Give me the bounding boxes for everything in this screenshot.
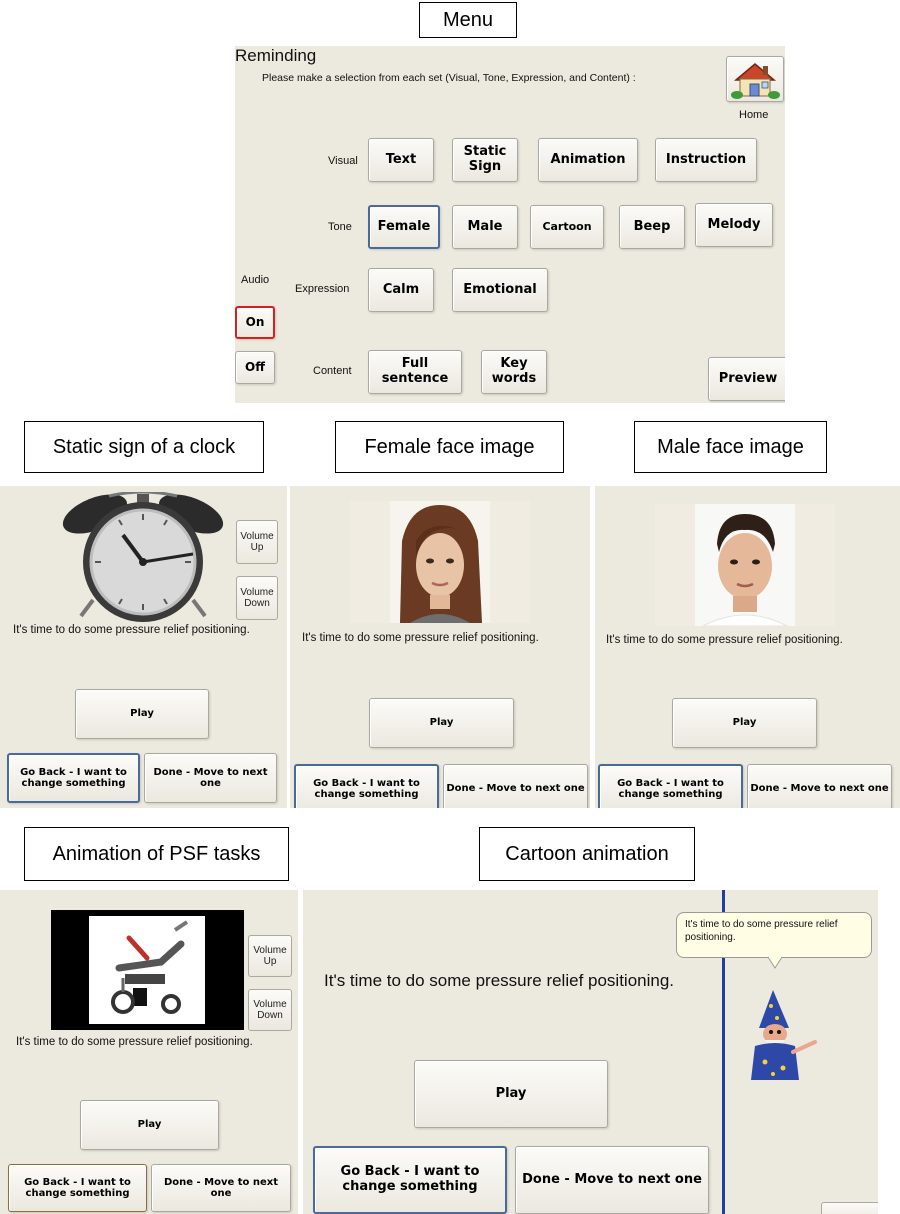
go-back-button[interactable]: Go Back - I want to change something [313,1146,507,1214]
visual-text-button[interactable]: Text [368,138,434,182]
visual-animation-button[interactable]: Animation [538,138,638,182]
go-back-button[interactable]: Go Back - I want to change something [8,1164,147,1212]
partial-button[interactable] [821,1202,878,1214]
clock-screen: Volume Up Volume Down It's time to do so… [0,486,287,808]
wizard-character [751,990,817,1080]
menu-title: Reminding [235,46,317,65]
volume-down-button[interactable]: Volume Down [248,989,292,1031]
tone-cartoon-button[interactable]: Cartoon [530,205,604,249]
menu-panel: Reminding Please make a selection from e… [235,46,785,403]
home-label: Home [739,109,769,121]
expression-calm-button[interactable]: Calm [368,268,434,312]
play-button[interactable]: Play [80,1100,219,1150]
volume-down-button[interactable]: Volume Down [236,576,278,620]
reminder-message: It's time to do some pressure relief pos… [13,624,250,636]
female-screen: It's time to do some pressure relief pos… [290,486,590,808]
done-button[interactable]: Done - Move to next one [515,1146,709,1214]
play-button[interactable]: Play [369,698,514,748]
play-button[interactable]: Play [75,689,209,739]
caption-animation: Animation of PSF tasks [24,827,289,881]
row-label-content: Content [313,365,352,377]
male-screen: It's time to do some pressure relief pos… [595,486,900,808]
done-button[interactable]: Done - Move to next one [443,764,588,808]
row-label-expression: Expression [295,283,350,295]
wheelchair-tilt-animation [51,910,244,1030]
tone-female-button[interactable]: Female [368,205,440,249]
cartoon-screen: It's time to do some pressure relief pos… [303,890,878,1214]
animation-screen: Volume Up Volume Down It's time to do so… [0,890,298,1214]
reminder-message: It's time to do some pressure relief pos… [606,634,843,646]
male-face-photo [655,504,835,626]
caption-cartoon: Cartoon animation [479,827,695,881]
reminder-message: It's time to do some pressure relief pos… [324,971,675,990]
audio-label: Audio [241,274,270,286]
speech-bubble-tail [768,957,782,969]
visual-static-sign-button[interactable]: Static Sign [452,138,518,182]
volume-up-button[interactable]: Volume Up [248,935,292,977]
speech-bubble: It's time to do some pressure relief pos… [676,912,872,958]
done-button[interactable]: Done - Move to next one [144,753,277,803]
row-label-tone: Tone [328,221,352,233]
home-button[interactable] [726,56,784,102]
go-back-button[interactable]: Go Back - I want to change something [7,753,140,803]
play-button[interactable]: Play [672,698,817,748]
content-full-sentence-button[interactable]: Full sentence [368,350,462,394]
audio-off-button[interactable]: Off [235,351,275,384]
go-back-button[interactable]: Go Back - I want to change something [598,764,743,808]
caption-clock: Static sign of a clock [24,421,264,473]
speech-bubble-text: It's time to do some pressure relief pos… [685,919,838,943]
reminder-message: It's time to do some pressure relief pos… [302,632,539,644]
alarm-clock-icon [62,492,224,622]
divider-line [722,890,725,1214]
preview-button[interactable]: Preview [708,357,785,401]
content-key-words-button[interactable]: Key words [481,350,547,394]
go-back-button[interactable]: Go Back - I want to change something [294,764,439,808]
caption-female: Female face image [335,421,564,473]
menu-instruction: Please make a selection from each set (V… [262,72,636,84]
audio-on-button[interactable]: On [235,306,275,339]
tone-melody-button[interactable]: Melody [695,203,773,247]
expression-emotional-button[interactable]: Emotional [452,268,548,312]
reminder-message: It's time to do some pressure relief pos… [16,1036,253,1048]
done-button[interactable]: Done - Move to next one [151,1164,291,1212]
row-label-visual: Visual [328,155,358,167]
house-icon [731,63,780,99]
caption-male: Male face image [634,421,827,473]
done-button[interactable]: Done - Move to next one [747,764,892,808]
tone-beep-button[interactable]: Beep [619,205,685,249]
tone-male-button[interactable]: Male [452,205,518,249]
female-face-photo [350,501,530,623]
visual-instruction-button[interactable]: Instruction [655,138,757,182]
play-button[interactable]: Play [414,1060,608,1128]
caption-menu: Menu [419,2,517,38]
volume-up-button[interactable]: Volume Up [236,520,278,564]
